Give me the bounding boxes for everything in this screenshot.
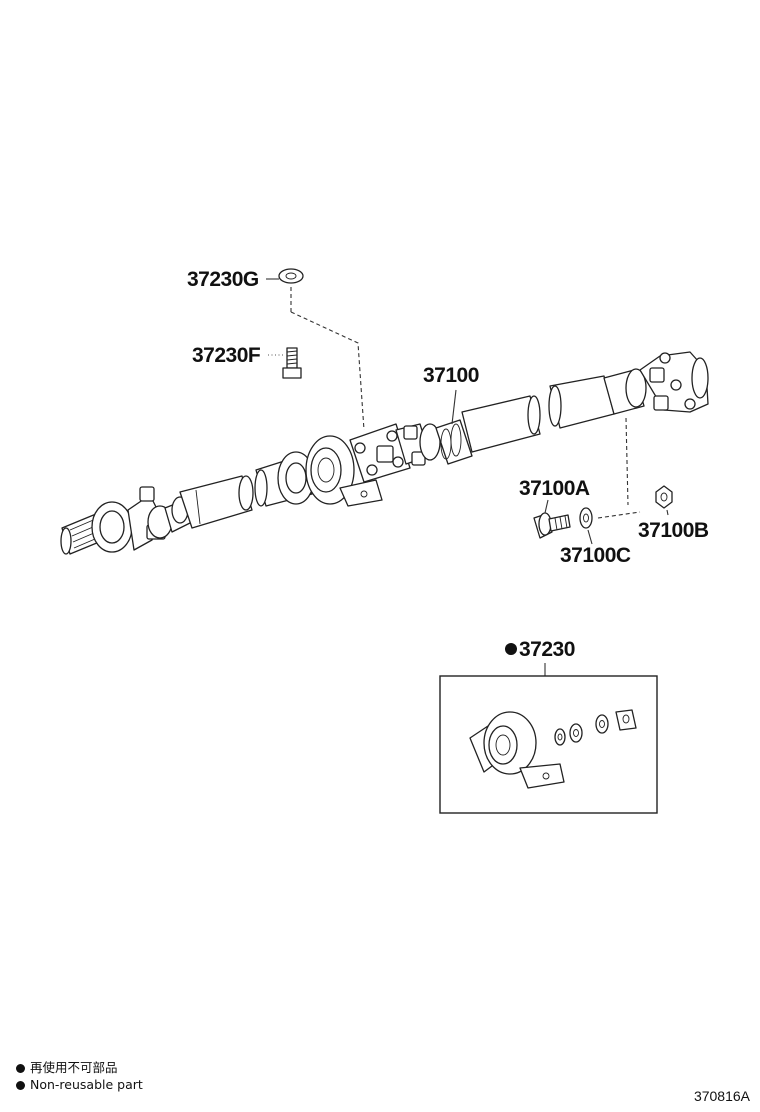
bolt-37230F xyxy=(282,347,302,379)
figure-code: 370816A xyxy=(693,1088,750,1104)
legend-text-japanese: 再使用不可部品 xyxy=(30,1060,118,1075)
black-dot-icon xyxy=(16,1081,25,1090)
dashed-reference-lines xyxy=(290,287,641,519)
front-slip-yoke xyxy=(60,486,193,555)
black-dot-icon xyxy=(16,1064,25,1073)
label-37100: 37100 xyxy=(423,364,479,387)
center-universal-joint xyxy=(349,423,441,483)
legend-text-english: Non-reusable part xyxy=(30,1077,143,1092)
rear-tube xyxy=(435,375,615,465)
label-37100C: 37100C xyxy=(560,544,631,567)
rear-flange-yoke xyxy=(603,351,709,415)
washer-37100C xyxy=(579,507,593,529)
legend-row-japanese: 再使用不可部品 xyxy=(16,1060,118,1076)
non-reusable-marker-icon xyxy=(505,643,517,655)
washer-37230G xyxy=(278,268,304,284)
label-37100B: 37100B xyxy=(638,519,709,542)
legend-row-english: Non-reusable part xyxy=(16,1077,143,1093)
label-37230F: 37230F xyxy=(192,344,261,367)
front-tube xyxy=(179,475,254,529)
center-support-bearing xyxy=(277,435,383,507)
label-37100A: 37100A xyxy=(519,477,590,500)
kit-37230-box xyxy=(439,675,658,814)
label-leaders xyxy=(266,278,669,677)
nut-37100B xyxy=(655,485,673,509)
label-37230: 37230 xyxy=(519,638,575,661)
label-37230G: 37230G xyxy=(187,268,259,291)
bolt-37100A xyxy=(533,512,571,539)
